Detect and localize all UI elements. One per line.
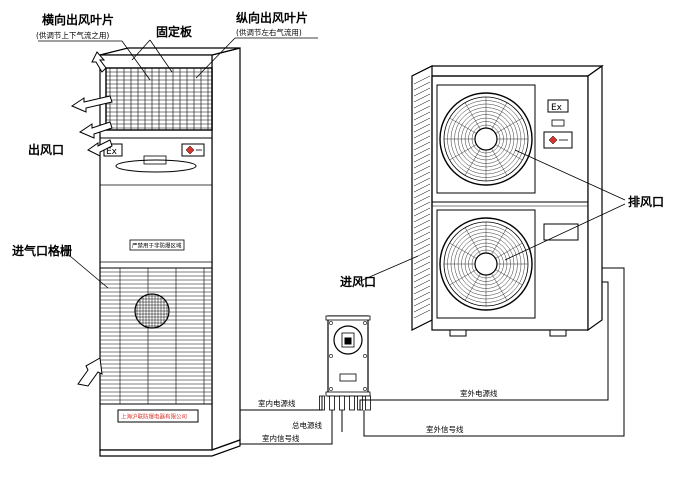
- wire-label-outdoor-signal: 室外信号线: [426, 424, 464, 434]
- intake-grille: [99, 267, 213, 405]
- louver-frame: [105, 67, 213, 131]
- labels: 横向出风叶片 (供调节上下气流之用) 固定板 纵向出风叶片 (供调节左右气流用)…: [12, 10, 664, 443]
- svg-text:上海沪联防爆电器有限公司: 上海沪联防爆电器有限公司: [121, 413, 187, 421]
- leader-lines: [38, 37, 626, 289]
- label-vertical-louver-note: (供调节左右气流用): [236, 27, 302, 37]
- outflow-arrow-low: [87, 139, 113, 157]
- brand-logo-icon: [185, 145, 195, 155]
- inflow-arrow: [77, 357, 103, 387]
- control-box: [319, 315, 371, 411]
- ex-badge-indoor: Ex: [106, 147, 118, 157]
- outdoor-badges: Ex: [543, 99, 579, 241]
- label-vertical-louver: 纵向出风叶片: [236, 10, 308, 25]
- label-air-inlet: 进风口: [340, 274, 376, 289]
- outdoor-fan-bottom: [436, 209, 536, 319]
- outflow-arrow-left: [70, 95, 113, 113]
- airflow-arrows: [70, 51, 113, 387]
- wire-label-outdoor-power: 室外电源线: [460, 388, 498, 398]
- label-exhaust-outlet: 排风口: [628, 194, 664, 209]
- label-horizontal-louver: 横向出风叶片: [42, 12, 114, 27]
- outdoor-fan-top: [436, 84, 536, 194]
- wire-label-indoor-signal: 室内信号线: [262, 433, 300, 443]
- wiring: [240, 267, 625, 445]
- label-horizontal-louver-note: (供调节上下气流之用): [36, 30, 109, 40]
- wire-label-indoor-power: 室内电源线: [258, 398, 296, 408]
- outflow-arrow-up: [91, 51, 107, 73]
- indoor-warning-text: 严禁用于非防爆区域: [132, 242, 182, 250]
- control-box-logo-icon: [344, 337, 352, 345]
- outflow-arrow-left-2: [78, 121, 113, 139]
- label-air-outlet: 出风口: [28, 142, 64, 157]
- manufacturer-plate: 上海沪联防爆电器有限公司: [117, 409, 199, 423]
- label-air-inlet-grille: 进气口格栅: [12, 243, 72, 258]
- wire-label-main-power: 总电源线: [292, 420, 322, 430]
- indoor-control-panel: Ex 严禁用于非防爆区域: [100, 137, 212, 263]
- outdoor-unit: [411, 64, 604, 337]
- brand-logo-icon-outdoor: [548, 135, 558, 145]
- label-fixed-plate: 固定板: [156, 24, 193, 39]
- ex-badge-outdoor: Ex: [551, 103, 563, 113]
- indoor-unit: [99, 47, 241, 457]
